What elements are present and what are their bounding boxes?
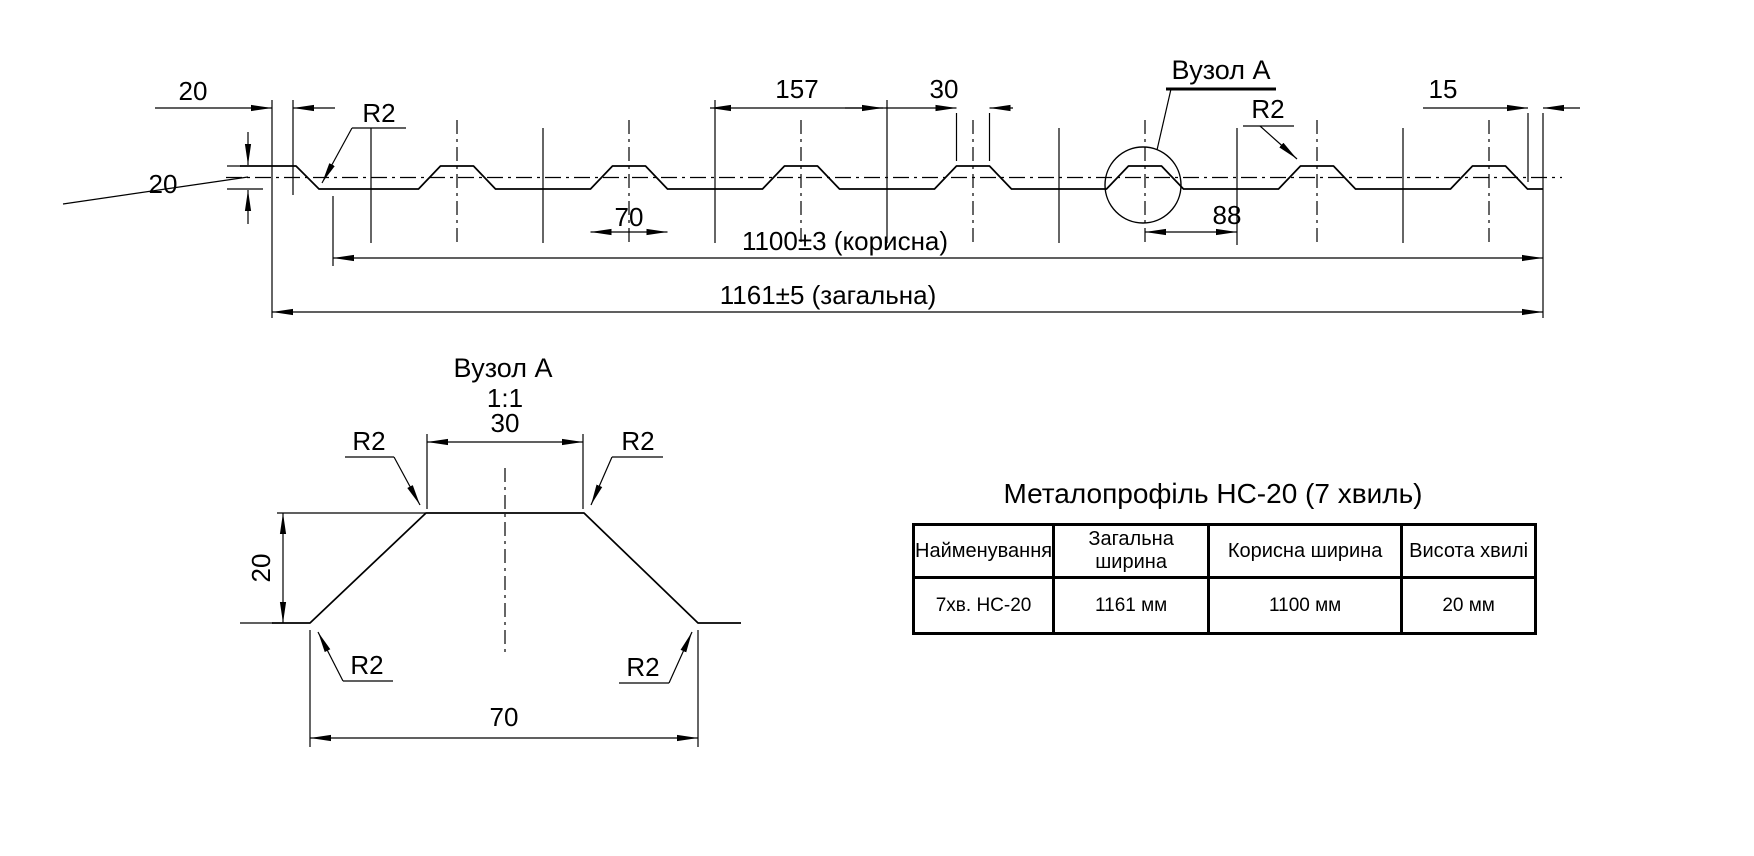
detail-view-labels: Вузол А 1:1 30 R2 R2 20 R2 R2 70 <box>246 353 660 732</box>
detail-scale: 1:1 <box>487 383 523 413</box>
table-cell-useful-width: 1100 мм <box>1207 576 1404 635</box>
main-view-labels: 20 20 R2 157 30 Вузол А R2 70 88 15 1100… <box>149 55 1458 310</box>
detail-dim-label-70: 70 <box>490 702 519 732</box>
spec-table: Найменування Загальна ширина Корисна шир… <box>911 523 1538 635</box>
detail-dim-label-r2-top-right: R2 <box>621 426 654 456</box>
leader-r2-left <box>321 127 406 184</box>
dim-label-15: 15 <box>1429 74 1458 104</box>
table-cell-name: 7хв. НС-20 <box>911 576 1056 635</box>
node-a-label: Вузол А <box>1172 55 1271 85</box>
spec-table-title: Металопрофіль НС-20 (7 хвиль) <box>1003 478 1423 509</box>
detail-dim-label-30: 30 <box>491 408 520 438</box>
dim-label-useful-width: 1100±3 (корисна) <box>742 226 948 256</box>
main-profile-view <box>62 87 1580 318</box>
dim-label-total-width: 1161±5 (загальна) <box>720 280 936 310</box>
dim-label-height-20: 20 <box>149 169 178 199</box>
leader-r2-mid <box>1243 125 1298 160</box>
detail-profile-outline <box>272 512 741 624</box>
table-cell-wave-height: 20 мм <box>1400 576 1538 635</box>
detail-circle <box>1104 146 1182 224</box>
detail-dim-label-r2-bottom-right: R2 <box>626 652 659 682</box>
dim-label-30: 30 <box>930 74 959 104</box>
dim-label-88: 88 <box>1213 200 1242 230</box>
detail-dim-label-20: 20 <box>246 554 276 583</box>
node-a-callout <box>1104 87 1276 224</box>
detail-title: Вузол А <box>454 353 553 383</box>
dimension-height-20 <box>62 132 263 224</box>
dim-label-r2-mid: R2 <box>1251 94 1284 124</box>
table-header-total-width: Загальна ширина <box>1052 523 1211 579</box>
detail-view <box>240 434 741 747</box>
dim-label-70: 70 <box>615 202 644 232</box>
spec-table-data-row: 7хв. НС-20 1161 мм 1100 мм 20 мм <box>911 576 1538 635</box>
table-header-wave-height: Висота хвилі <box>1400 523 1538 579</box>
table-cell-total-width: 1161 мм <box>1052 576 1211 635</box>
detail-witness-lines <box>240 434 699 747</box>
detail-r2-leaders <box>317 456 693 684</box>
dim-label-lip-20: 20 <box>179 76 208 106</box>
detail-dim-label-r2-bottom-left: R2 <box>350 650 383 680</box>
dim-label-r2-left: R2 <box>362 98 395 128</box>
detail-dim-label-r2-top-left: R2 <box>352 426 385 456</box>
table-header-name: Найменування <box>911 523 1056 579</box>
dim-label-157: 157 <box>775 74 818 104</box>
table-header-useful-width: Корисна ширина <box>1207 523 1404 579</box>
wave-centerlines <box>456 120 1490 247</box>
witness-lines <box>271 100 1544 318</box>
spec-table-header-row: Найменування Загальна ширина Корисна шир… <box>911 523 1538 579</box>
